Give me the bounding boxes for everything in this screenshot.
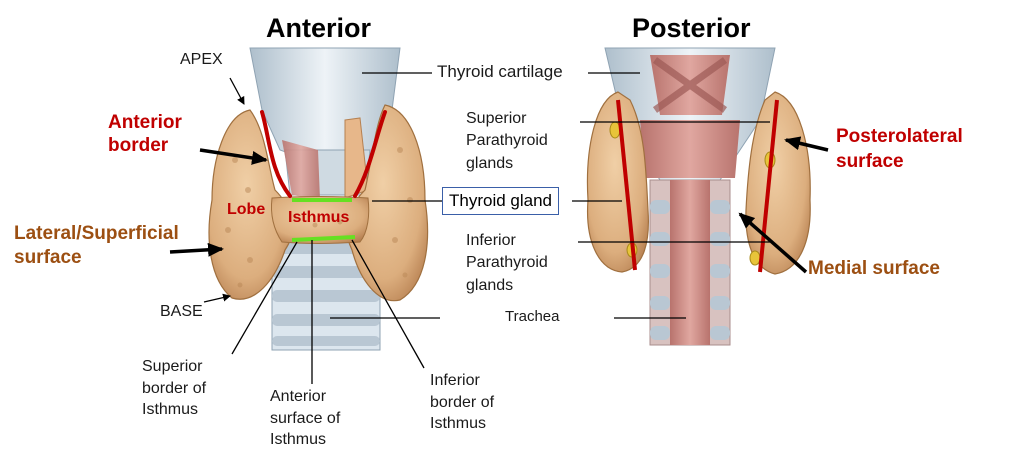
anterior-heading: Anterior — [266, 13, 372, 43]
anterior-surface-of-isthmus-label: Anterior surface of Isthmus — [270, 388, 341, 449]
posterior-left-lobe — [586, 91, 649, 273]
trachea-label: Trachea — [505, 308, 560, 325]
anterior-border-right-line — [353, 110, 387, 198]
inferior-parathyroid-glands-label: Inferior Parathyroid glands — [466, 232, 548, 294]
lobe-label: Lobe — [227, 201, 266, 218]
posterolateral-surface-label: Posterolateral surface — [836, 126, 963, 172]
medial-surface-label: Medial surface — [808, 258, 940, 279]
base-label: BASE — [160, 303, 203, 320]
posterior-trachealis — [670, 180, 710, 345]
posterior-heading: Posterior — [632, 13, 751, 43]
posterior-view — [586, 47, 811, 346]
anterior-view — [208, 47, 429, 351]
anterior-border-label: Anterior border — [108, 112, 182, 156]
anterior-muscle — [282, 140, 320, 200]
anterior-isthmus-shape — [271, 196, 370, 244]
bold-arrows — [169, 136, 829, 274]
posterior-cricoarytenoid — [640, 120, 740, 178]
superior-parathyroid-glands-label: Superior Parathyroid glands — [466, 110, 548, 172]
inferior-border-of-isthmus-line — [291, 235, 356, 242]
anterior-left-lobe — [208, 109, 294, 300]
lateral-superficial-surface-label: Lateral/Superficial surface — [14, 223, 179, 268]
anterior-border-left-line — [260, 110, 292, 198]
isthmus-label: Isthmus — [288, 209, 350, 226]
apex-label: APEX — [180, 51, 223, 68]
anterior-right-lobe — [346, 104, 429, 302]
posterior-red-line-right — [758, 99, 779, 273]
leader-lines — [203, 72, 770, 384]
inferior-border-of-isthmus-label: Inferior border of Isthmus — [430, 372, 495, 433]
superior-border-of-isthmus-label: Superior border of Isthmus — [142, 358, 207, 419]
thyroid-cartilage-label: Thyroid cartilage — [437, 62, 563, 81]
posterior-muscle-x — [652, 57, 728, 113]
posterior-trachea-rings — [650, 200, 730, 340]
thyroid-gland-label: Thyroid gland — [442, 187, 560, 216]
